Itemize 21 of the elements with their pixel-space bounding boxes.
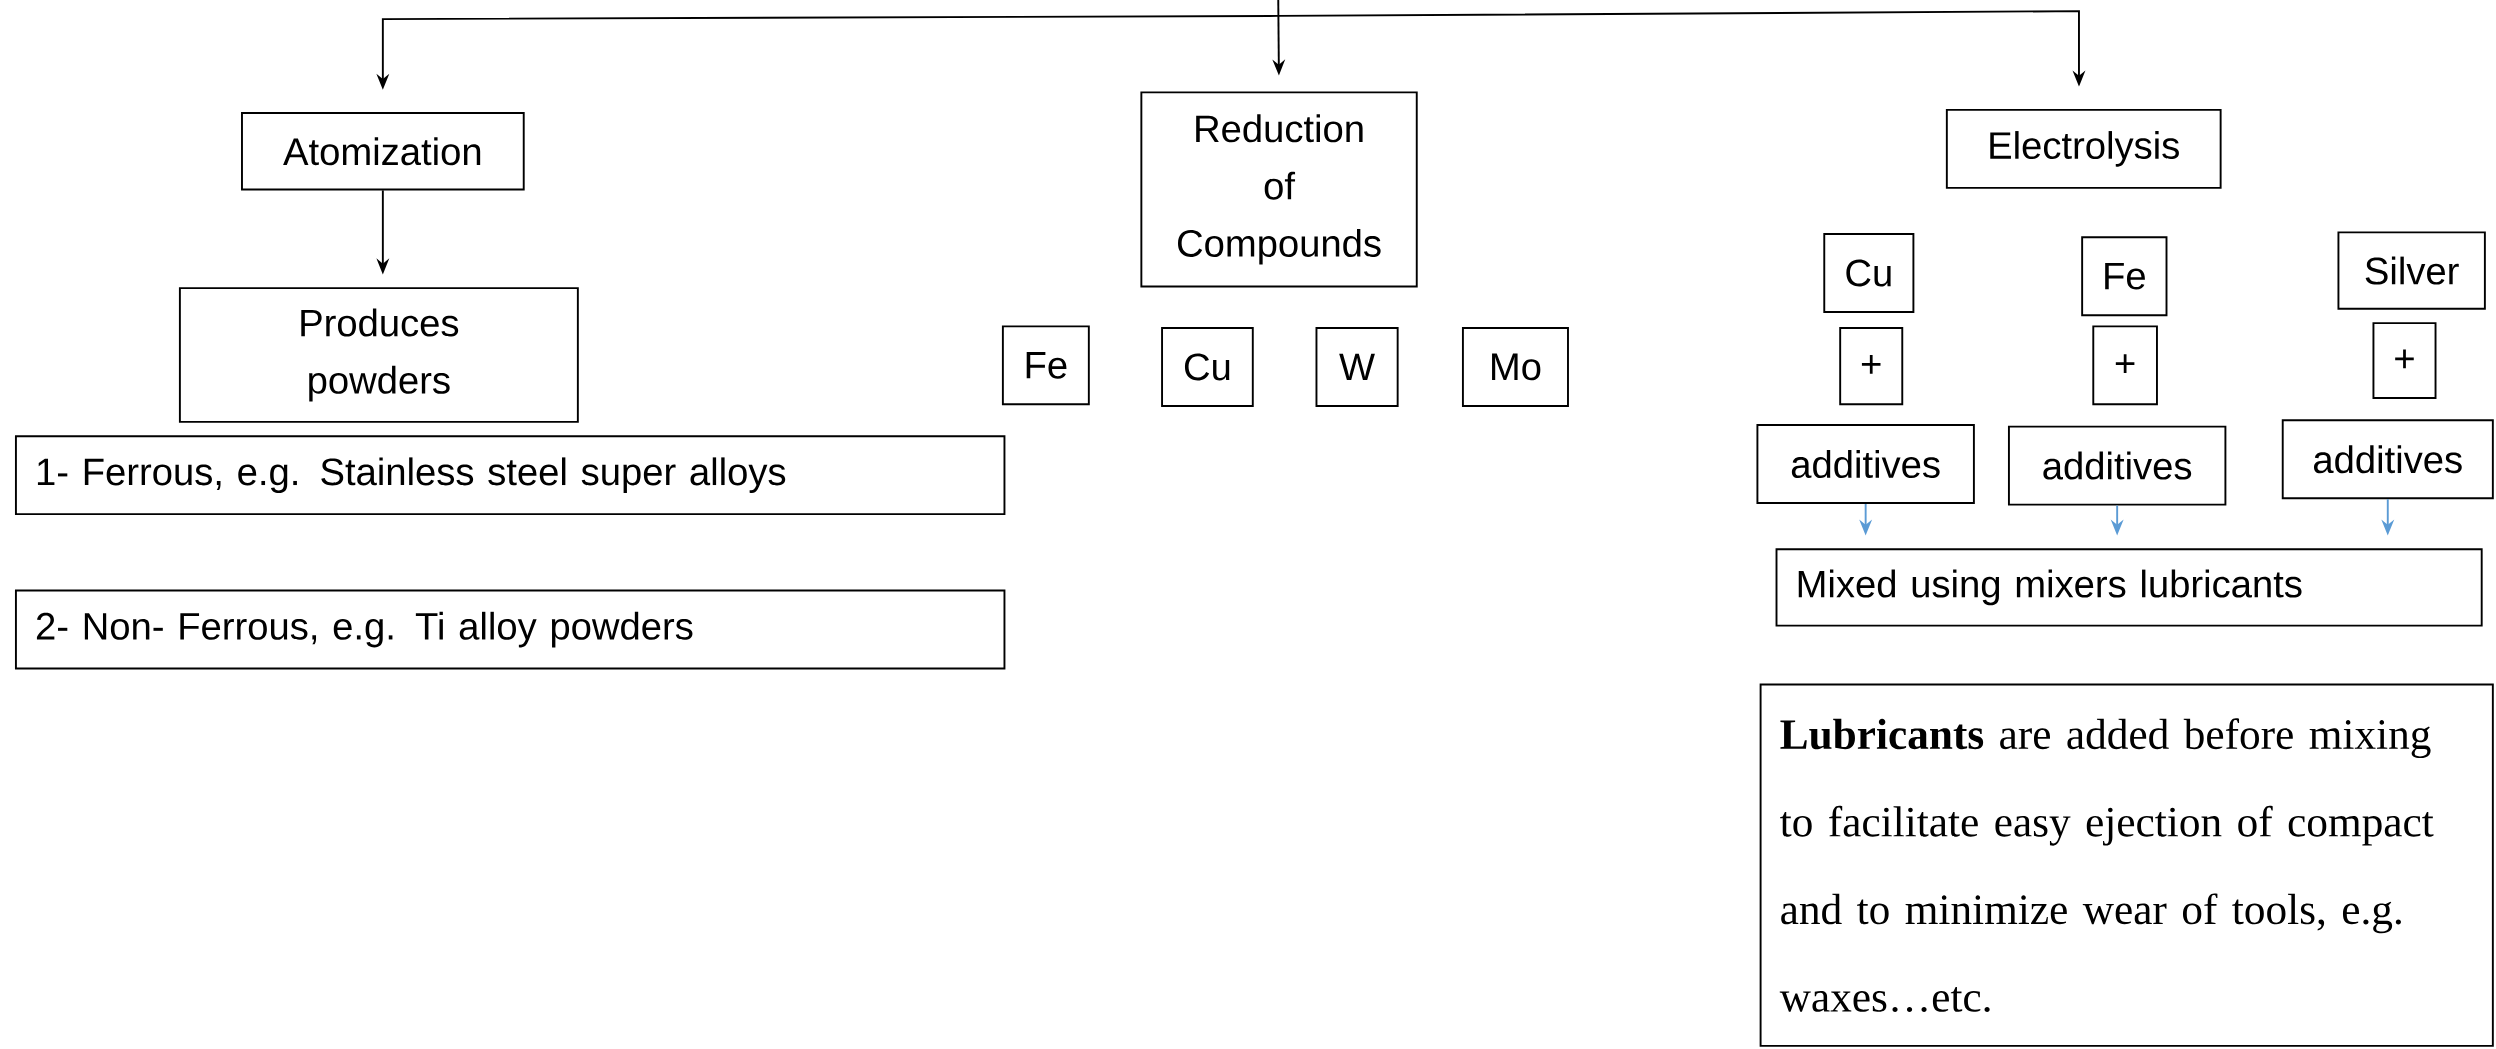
element-box: Cu xyxy=(1161,326,1254,407)
text-box: additives xyxy=(2007,425,2227,506)
text-box: additives xyxy=(1756,424,1975,504)
element-box: W xyxy=(1315,326,1399,407)
note-box: Lubricants are added before mixing to facilitate easy ejection of compact and to minimize wear of tools, e.g. waxes…etc. xyxy=(1759,683,2494,1047)
plus-box: + xyxy=(1839,326,1904,406)
plus-box: + xyxy=(2372,322,2437,399)
process-box: Electrolysis xyxy=(1945,108,2222,189)
text-box: Produces powders xyxy=(178,287,579,423)
text-box: Mixed using mixers lubricants xyxy=(1775,548,2483,627)
process-box: Atomization xyxy=(241,112,525,191)
process-box: Reduction of Compounds xyxy=(1140,91,1418,288)
text-box: additives xyxy=(2281,419,2494,500)
element-box: Fe xyxy=(2081,236,2168,317)
plus-box: + xyxy=(2092,325,2158,406)
text-box: 1- Ferrous, e.g. Stainless steel super alloys xyxy=(14,435,1006,516)
element-box: Silver xyxy=(2337,231,2486,310)
element-box: Fe xyxy=(1001,325,1090,406)
element-box: Cu xyxy=(1823,233,1915,313)
text-box: 2- Non- Ferrous, e.g. Ti alloy powders xyxy=(14,589,1006,670)
element-box: Mo xyxy=(1461,326,1569,407)
